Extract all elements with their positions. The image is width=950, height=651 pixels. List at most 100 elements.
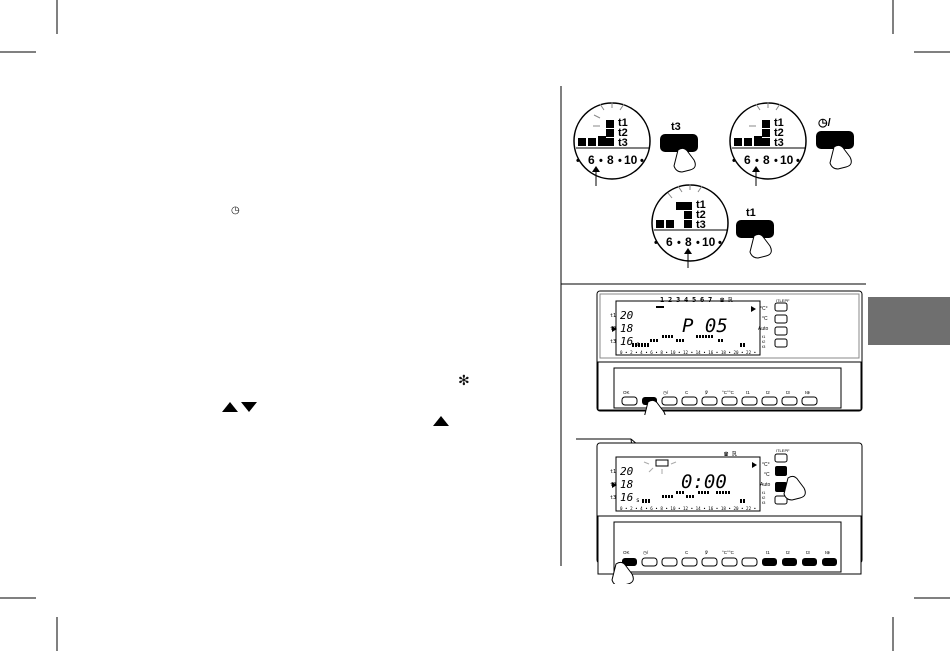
dial-scale-6: 6 xyxy=(588,153,595,167)
dial-level-t3: t3 xyxy=(618,137,628,149)
section-tab xyxy=(868,297,950,345)
dial2-level-t1: t1 xyxy=(774,117,784,129)
key-ok: OK xyxy=(623,390,630,395)
dial-scale-8: 8 xyxy=(607,153,614,167)
up-arrow-icon xyxy=(433,416,449,426)
svg-text:•: • xyxy=(677,237,681,249)
dial2-level-t3: t3 xyxy=(774,137,784,149)
svg-text:•: • xyxy=(640,155,644,167)
key2-clock: ◷/ xyxy=(643,550,649,555)
key2-ok: OK xyxy=(623,550,630,555)
thermostat-figure-1: 1 2 3 4 5 6 7 ☎ ℝ t1 t2 t3 20 18 16 s P … xyxy=(596,290,863,415)
dial-level-t1: t1 xyxy=(618,117,628,129)
dial-figure-2: t1 t2 t3 • 6 • 8 • 10 • ◷/ xyxy=(729,102,854,186)
dial-level-t2: t2 xyxy=(618,127,628,139)
svg-text:•: • xyxy=(654,237,658,249)
dial-scale-10: 10 xyxy=(624,153,638,167)
up-down-arrows-icon xyxy=(222,402,257,412)
temp2-suffix: s xyxy=(636,497,640,504)
day-3: 3 xyxy=(676,296,680,304)
dial3-scale-8: 8 xyxy=(685,235,692,249)
dial2-button-label: ◷/ xyxy=(818,117,831,129)
key-t3: t3 xyxy=(786,390,790,395)
side2-label-auto: Auto xyxy=(760,482,771,488)
lcd2-t1: t1 xyxy=(610,469,616,475)
side2-label-c: °C xyxy=(764,472,770,478)
day-5: 5 xyxy=(692,296,696,304)
key-t1: t1 xyxy=(746,390,750,395)
dial-figure-1: t1 t2 t3 • 6 • 8 • 10 • t3 xyxy=(573,102,698,186)
key2-t1: t1 xyxy=(766,550,770,555)
side-label-c: °C xyxy=(762,316,768,322)
side-status-t3: t3 xyxy=(762,344,766,349)
temp2-18: 18 xyxy=(620,478,634,491)
key2-t3: t3 xyxy=(806,550,810,555)
lcd-t3: t3 xyxy=(610,339,616,345)
day-4: 4 xyxy=(684,296,688,304)
svg-text:•: • xyxy=(718,237,722,249)
key2-v: ℣ xyxy=(705,549,709,555)
key-c: C xyxy=(685,390,689,395)
top-right-label: ITLEPF xyxy=(776,298,790,303)
svg-text:•: • xyxy=(599,155,603,167)
svg-text:•: • xyxy=(576,155,580,167)
key-clock: ◷/ xyxy=(663,390,669,395)
dial3-scale-6: 6 xyxy=(666,235,673,249)
timeline-2: 0 • 2 • 4 • 6 • 8 • 10 • 12 • 14 • 16 • … xyxy=(620,506,756,511)
side2-label-cc: °C° xyxy=(762,462,770,468)
side-label-auto: Auto xyxy=(758,326,769,332)
asterisk-icon: ✻ xyxy=(458,372,470,388)
lcd-t1: t1 xyxy=(610,313,616,319)
dial2-scale-6: 6 xyxy=(744,153,751,167)
svg-text:•: • xyxy=(696,237,700,249)
side-status-t2: t2 xyxy=(762,339,766,344)
day-2: 2 xyxy=(668,296,672,304)
dial3-level-t1: t1 xyxy=(696,199,706,211)
dial2-level-t2: t2 xyxy=(774,127,784,139)
clock-icon: ◷ xyxy=(231,205,240,216)
display-program: P 05 xyxy=(682,315,728,337)
svg-text:•: • xyxy=(774,155,778,167)
dial3-level-t2: t2 xyxy=(696,209,706,221)
temp2-16: 16 xyxy=(620,491,634,504)
phone-icon-2: ☎ ℝ xyxy=(724,450,737,458)
svg-text:•: • xyxy=(796,155,800,167)
day-1: 1 xyxy=(660,296,664,304)
key2-cc: °C°°C xyxy=(722,550,735,555)
svg-text:•: • xyxy=(755,155,759,167)
side-label-cc: °C° xyxy=(760,306,768,312)
dial-figure-3: t1 t2 t3 • 6 • 8 • 10 • t1 xyxy=(651,184,774,268)
dial3-scale-10: 10 xyxy=(702,235,716,249)
day-6: 6 xyxy=(700,296,704,304)
dial2-scale-8: 8 xyxy=(763,153,770,167)
dial-button-label: t3 xyxy=(671,121,681,133)
key2-t2: t2 xyxy=(786,550,790,555)
dial3-level-t3: t3 xyxy=(696,219,706,231)
key2-c: C xyxy=(685,550,689,555)
key-cc: °C°°C xyxy=(722,390,735,395)
svg-text:•: • xyxy=(618,155,622,167)
top-right-label-2: ITLEPF xyxy=(776,448,790,453)
side2-status-t3: t3 xyxy=(762,500,766,505)
temp-18: 18 xyxy=(620,322,634,335)
dial3-button-label: t1 xyxy=(746,207,756,219)
temp-20: 20 xyxy=(620,309,634,322)
side2-status-t2: t2 xyxy=(762,495,766,500)
timeline: 0 • 2 • 4 • 6 • 8 • 10 • 12 • 14 • 16 • … xyxy=(620,350,756,355)
key-tplus: t⊕ xyxy=(805,390,810,395)
side2-status-t1: t1 xyxy=(762,490,766,495)
display-time: 0:00 xyxy=(681,471,727,493)
svg-text:•: • xyxy=(732,155,736,167)
thermostat-figure-2: ☎ ℝ t1 t2 t3 20 18 16 s 0:00 0 • 2 • 4 •… xyxy=(576,438,863,584)
temp2-20: 20 xyxy=(620,465,634,478)
lcd2-t3: t3 xyxy=(610,495,616,501)
key-v: ℣ xyxy=(705,389,709,395)
side-status-t1: t1 xyxy=(762,334,766,339)
temp-16: 16 xyxy=(620,335,634,348)
dial2-scale-10: 10 xyxy=(780,153,794,167)
key-t2: t2 xyxy=(766,390,770,395)
key2-tplus: t⊕ xyxy=(825,550,830,555)
day-7: 7 xyxy=(708,296,712,304)
phone-icon: ☎ ℝ xyxy=(720,296,733,304)
